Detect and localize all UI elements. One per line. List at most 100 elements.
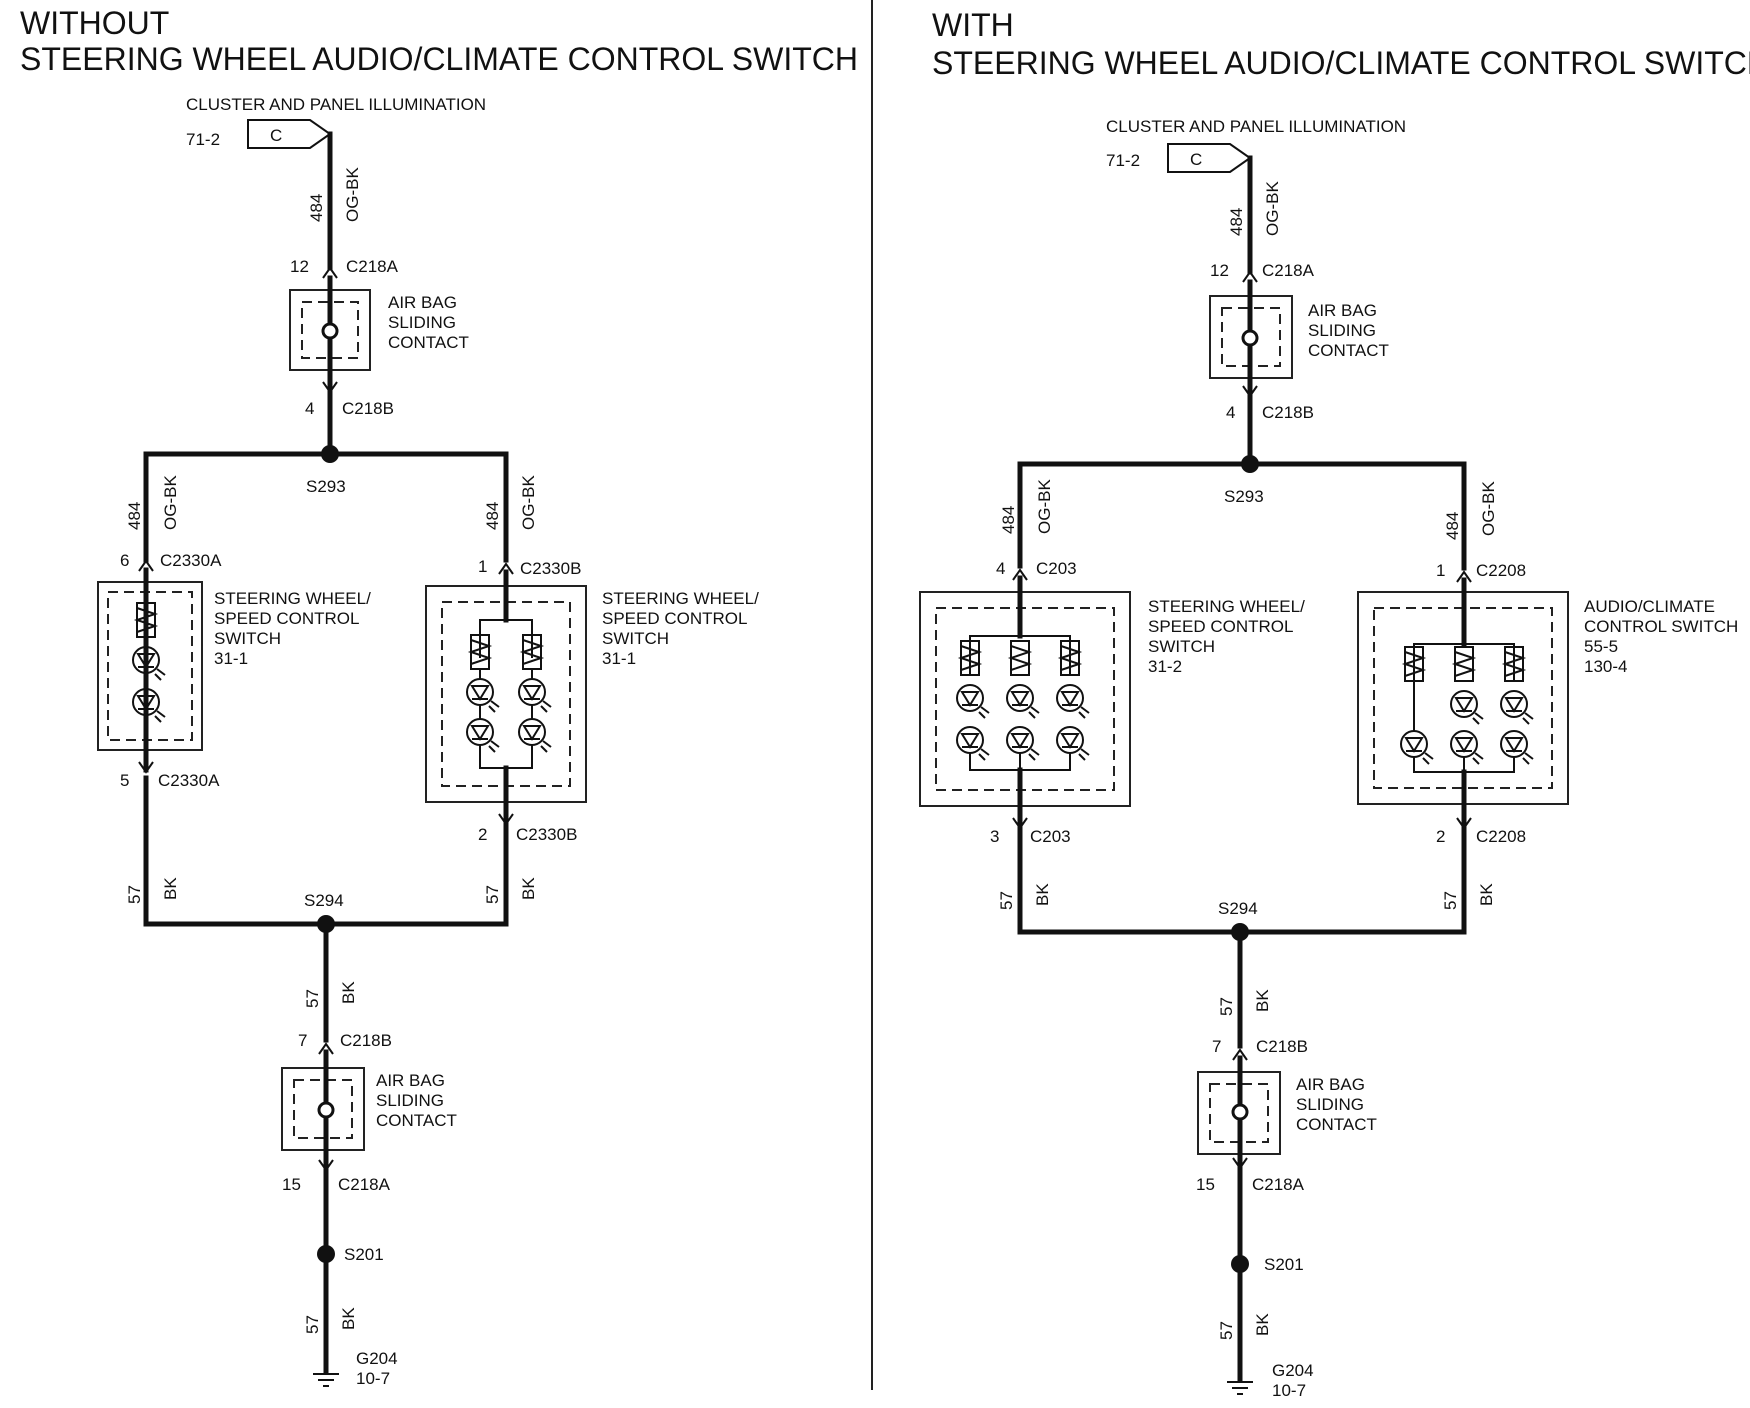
left-airbag-line1: AIR BAG — [388, 293, 457, 312]
right-bgw-color: BK — [1253, 1313, 1272, 1336]
left-c218a2: C218A — [338, 1175, 391, 1194]
left-airbag-contact-point — [321, 322, 339, 340]
right-c218b2-pin: 7 — [1212, 1037, 1221, 1056]
right-sw1-line1: STEERING WHEEL/ — [1148, 597, 1305, 616]
right-airbag2-line2: SLIDING — [1296, 1095, 1364, 1114]
right-s293-splice — [1241, 455, 1259, 473]
left-sw2-line3: SWITCH — [602, 629, 669, 648]
right-wire-top-num: 484 — [1227, 208, 1246, 236]
right-ground-icon — [1226, 1381, 1254, 1395]
left-airbag2-contact-point — [317, 1101, 335, 1119]
right-sw2-out-pin: 2 — [1436, 827, 1445, 846]
right-sw1-line2: SPEED CONTROL — [1148, 617, 1293, 636]
right-panel: WITH STEERING WHEEL AUDIO/CLIMATE CONTRO… — [919, 7, 1750, 1400]
right-airbag2-line1: AIR BAG — [1296, 1075, 1365, 1094]
right-c218a2: C218A — [1252, 1175, 1305, 1194]
left-airbag-line2: SLIDING — [388, 313, 456, 332]
right-rgw-num: 57 — [1441, 891, 1460, 910]
left-sw1-ref: 31-1 — [214, 649, 248, 668]
right-s293: S293 — [1224, 487, 1264, 506]
right-mgw-num: 57 — [1217, 997, 1236, 1016]
left-ground-icon — [312, 1373, 340, 1387]
right-rw-num: 484 — [1443, 512, 1462, 540]
left-sw2-ref: 31-1 — [602, 649, 636, 668]
right-wire-top-color: OG-BK — [1263, 181, 1282, 236]
left-source-ref: 71-2 — [186, 130, 220, 149]
left-sw2-out-pin: 2 — [478, 825, 487, 844]
right-sw2-ref: 130-4 — [1584, 657, 1627, 676]
right-lgw-color: BK — [1033, 883, 1052, 906]
left-source-connector — [247, 119, 332, 149]
right-source-ref: 71-2 — [1106, 151, 1140, 170]
right-s294-bus — [1017, 837, 1467, 935]
left-rgw-num: 57 — [483, 885, 502, 904]
left-sw1-line1: STEERING WHEEL/ — [214, 589, 371, 608]
right-airbag2-line3: CONTACT — [1296, 1115, 1377, 1134]
left-mgw-num: 57 — [303, 989, 322, 1008]
left-wire-top-color: OG-BK — [343, 167, 362, 222]
right-airbag-contact-point — [1241, 329, 1259, 347]
left-lgw-color: BK — [161, 877, 180, 900]
right-sw1-ref: 31-2 — [1148, 657, 1182, 676]
right-lgw-num: 57 — [997, 891, 1016, 910]
right-rgw-color: BK — [1477, 883, 1496, 906]
left-wire-top-num: 484 — [307, 194, 326, 222]
left-c218b2: C218B — [340, 1031, 392, 1050]
left-bgw-color: BK — [339, 1307, 358, 1330]
right-sw2-line3: 55-5 — [1584, 637, 1618, 656]
right-sw1-out-pin: 3 — [990, 827, 999, 846]
left-airbag2-line3: CONTACT — [376, 1111, 457, 1130]
right-s293-bus — [1017, 461, 1467, 571]
right-airbag2-contact-point — [1231, 1103, 1249, 1121]
right-title-line1: WITH — [932, 7, 1014, 43]
left-sw2-in-conn: C2330B — [520, 559, 581, 578]
left-c218a: C218A — [346, 257, 399, 276]
left-title-line2: STEERING WHEEL AUDIO/CLIMATE CONTROL SWI… — [20, 41, 858, 77]
left-sw1-led-1 — [132, 646, 166, 681]
right-s294: S294 — [1218, 899, 1258, 918]
left-c218b-pin: 4 — [305, 399, 314, 418]
right-source-connector-letter: C — [1190, 150, 1202, 169]
left-c218a2-pin: 15 — [282, 1175, 301, 1194]
right-lw-color: OG-BK — [1035, 479, 1054, 534]
right-airbag-line2: SLIDING — [1308, 321, 1376, 340]
right-c218b-pin: 4 — [1226, 403, 1235, 422]
left-airbag2-line2: SLIDING — [376, 1091, 444, 1110]
right-switch-1 — [919, 591, 1131, 807]
right-sw1-in-pin: 4 — [996, 559, 1005, 578]
left-c218b2-pin: 7 — [298, 1031, 307, 1050]
left-lw-color: OG-BK — [161, 475, 180, 530]
left-sw1-line2: SPEED CONTROL — [214, 609, 359, 628]
left-s294: S294 — [304, 891, 344, 910]
right-sw1-out-conn: C203 — [1030, 827, 1071, 846]
right-ground: G204 — [1272, 1361, 1314, 1380]
right-s201: S201 — [1264, 1255, 1304, 1274]
left-rw-color: OG-BK — [519, 475, 538, 530]
left-sw1-in-conn: C2330A — [160, 551, 222, 570]
right-source-connector — [1167, 143, 1252, 173]
left-switch-1 — [97, 581, 203, 751]
left-ground-ref: 10-7 — [356, 1369, 390, 1388]
left-sw2-in-pin: 1 — [478, 557, 487, 576]
left-title-line1: WITHOUT — [20, 5, 169, 41]
right-mgw-color: BK — [1253, 989, 1272, 1012]
right-c218b2: C218B — [1256, 1037, 1308, 1056]
left-lw-num: 484 — [125, 502, 144, 530]
left-airbag2-line1: AIR BAG — [376, 1071, 445, 1090]
left-s293-splice — [321, 445, 339, 463]
right-sw2-line2: CONTROL SWITCH — [1584, 617, 1738, 636]
left-sw1-out-pin: 5 — [120, 771, 129, 790]
right-bgw-num: 57 — [1217, 1321, 1236, 1340]
left-sw1-line3: SWITCH — [214, 629, 281, 648]
right-c218a: C218A — [1262, 261, 1315, 280]
right-sw2-out-conn: C2208 — [1476, 827, 1526, 846]
right-title-line2: STEERING WHEEL AUDIO/CLIMATE CONTROL SWI… — [932, 45, 1750, 81]
right-c218a2-pin: 15 — [1196, 1175, 1215, 1194]
left-sw2-line1: STEERING WHEEL/ — [602, 589, 759, 608]
right-ground-ref: 10-7 — [1272, 1381, 1306, 1400]
left-s201: S201 — [344, 1245, 384, 1264]
left-mgw-color: BK — [339, 981, 358, 1004]
right-c218a-pin: 12 — [1210, 261, 1229, 280]
left-lgw-num: 57 — [125, 885, 144, 904]
